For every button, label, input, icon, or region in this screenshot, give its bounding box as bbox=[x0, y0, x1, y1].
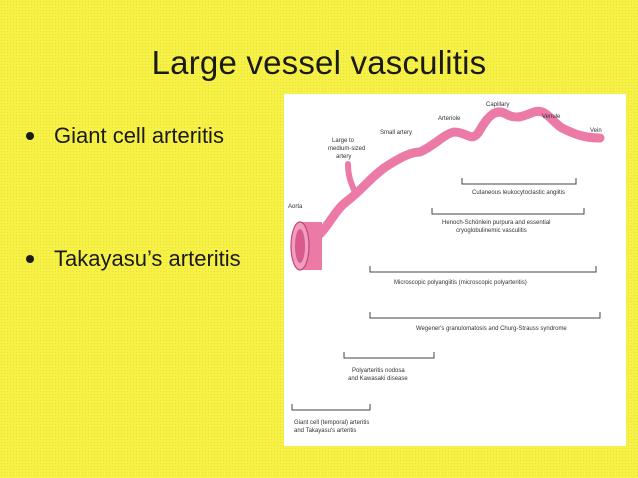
range-label-henoch-1: Henoch-Schönlein purpura and essential bbox=[442, 220, 550, 226]
label-arteriole: Arteriole bbox=[438, 116, 461, 122]
label-aorta: Aorta bbox=[288, 204, 303, 210]
range-label-cutaneous: Cutaneous leukocytoclastic angiitis bbox=[472, 190, 565, 196]
range-bracket-wegener bbox=[369, 312, 601, 319]
bullet-text: Giant cell arteritis bbox=[54, 123, 224, 148]
bullet-item-giant-cell: Giant cell arteritis bbox=[26, 123, 224, 149]
range-label-giant-cell-1: Giant cell (temporal) arteritis bbox=[294, 420, 369, 426]
bullet-dot bbox=[26, 255, 34, 263]
range-label-henoch-2: cryoglobulinemic vasculitis bbox=[456, 228, 527, 234]
range-label-microscopic: Microscopic polyangiitis (microscopic po… bbox=[394, 280, 527, 286]
vessel-branch bbox=[345, 161, 359, 197]
range-bracket-henoch bbox=[431, 208, 585, 215]
range-bracket-polyarteritis bbox=[343, 352, 435, 359]
bullet-item-takayasu: Takayasu’s arteritis bbox=[26, 246, 241, 272]
label-medium-artery-2: medium-sized bbox=[328, 146, 365, 152]
label-medium-artery-3: artery bbox=[336, 154, 351, 160]
vessel-diagram-svg: Capillary Arteriole Venule Small artery … bbox=[288, 102, 605, 434]
label-venule: Venule bbox=[542, 114, 561, 120]
range-label-polyarteritis-2: and Kawasaki disease bbox=[348, 376, 408, 382]
range-bracket-giant-cell bbox=[291, 404, 371, 411]
range-bracket-cutaneous bbox=[461, 178, 577, 185]
range-label-polyarteritis-1: Polyarteritis nodosa bbox=[352, 368, 405, 374]
label-medium-artery-1: Large to bbox=[332, 138, 355, 144]
label-small-artery: Small artery bbox=[380, 130, 412, 136]
range-label-giant-cell-2: and Takayasu's arteritis bbox=[294, 428, 356, 434]
bullet-dot bbox=[26, 132, 34, 140]
slide-title: Large vessel vasculitis bbox=[151, 44, 487, 81]
vessel-tube bbox=[295, 106, 605, 249]
aorta-lumen bbox=[295, 229, 305, 263]
label-capillary: Capillary bbox=[486, 102, 509, 108]
bullet-text: Takayasu’s arteritis bbox=[54, 246, 241, 271]
range-label-wegener: Wegener's granulomatosis and Churg-Strau… bbox=[416, 326, 567, 332]
range-bracket-microscopic bbox=[369, 266, 597, 273]
label-vein: Vein bbox=[590, 128, 602, 134]
vessel-diagram: Capillary Arteriole Venule Small artery … bbox=[284, 94, 626, 446]
